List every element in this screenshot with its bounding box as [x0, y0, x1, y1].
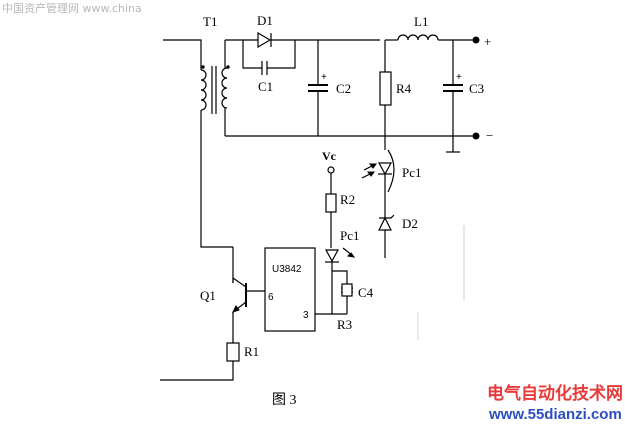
label-pc1-top: Pc1 [402, 165, 422, 180]
watermark-top: 中国资产管理网 www.china [2, 1, 142, 15]
label-plus: + [484, 34, 491, 49]
label-r2: R2 [340, 192, 355, 207]
capacitor-c3 [443, 40, 463, 153]
optocoupler-transistor-pc1 [324, 247, 356, 314]
capacitor-c1 [242, 40, 296, 75]
terminal-plus [472, 36, 480, 44]
capacitor-c4 [332, 270, 353, 314]
label-ic: U3842 [272, 264, 302, 275]
c3-polarity: + [456, 72, 462, 83]
label-d2: D2 [402, 216, 418, 231]
label-c4: C4 [358, 285, 374, 300]
resistor-r4 [379, 40, 392, 150]
diode-d1 [225, 31, 380, 49]
label-pin6: 6 [268, 292, 274, 303]
watermark-brand: 电气自动化技术网 [487, 383, 623, 404]
figure-caption: 图 3 [272, 393, 297, 408]
optocoupler-led-pc1 [361, 149, 395, 200]
label-t1: T1 [203, 14, 217, 29]
zener-d2 [378, 200, 395, 258]
transformer-t1 [163, 39, 233, 248]
terminal-minus [472, 132, 480, 140]
ic-u3842 [264, 247, 316, 332]
resistor-r2 [325, 166, 337, 248]
label-d1: D1 [257, 13, 273, 28]
label-q1: Q1 [200, 288, 216, 303]
capacitor-c2 [308, 40, 328, 136]
label-c2: C2 [336, 81, 351, 96]
label-r3: R3 [337, 317, 352, 332]
label-vc: Vc [322, 149, 337, 163]
label-pc1-bottom: Pc1 [340, 228, 360, 243]
label-c3: C3 [469, 81, 484, 96]
label-minus: − [486, 128, 493, 143]
label-pin3: 3 [303, 310, 309, 321]
transistor-q1 [232, 247, 265, 343]
label-r1: R1 [244, 344, 259, 359]
label-c1: C1 [258, 79, 273, 94]
inductor-l1 [385, 34, 476, 41]
label-l1: L1 [414, 14, 428, 29]
resistor-r1 [160, 342, 240, 381]
watermark-url: www.55dianzi.com [488, 406, 622, 423]
label-r4: R4 [396, 81, 412, 96]
c2-polarity: + [321, 72, 327, 83]
